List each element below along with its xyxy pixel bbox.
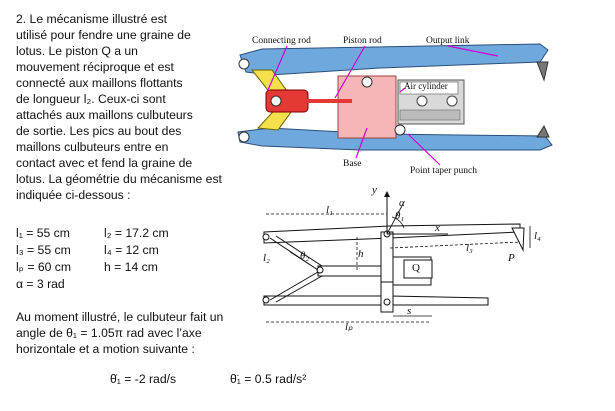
pointer-connecting-rod: [267, 45, 288, 91]
alpha-acc-value: θ̈₁ = 0.5 rad/s²: [230, 372, 307, 386]
pivot: [238, 131, 250, 143]
intro-line: utilisé pour fendre une graine de: [16, 28, 191, 42]
pin: [270, 95, 282, 107]
label-piston-rod: Piston rod: [343, 36, 382, 46]
lower-rocker: [263, 295, 489, 306]
pin-left-upper: [262, 233, 270, 241]
intro-line: connecté aux maillons flottants: [16, 76, 183, 90]
dim-l3: [389, 241, 521, 249]
intro-line: de longueur l₂. Ceux-ci sont: [16, 92, 166, 106]
motion-line: angle de θ₁ = 1.05π rad avec l’axe: [16, 326, 202, 340]
cylinder-port: [446, 95, 458, 107]
pointer-piston-rod: [334, 45, 366, 99]
diag-y: y: [372, 184, 377, 196]
label-connecting-rod: Connecting rod: [252, 36, 311, 46]
label-air-cylinder: Air cylinder: [404, 81, 448, 91]
base-pillar-low: [380, 281, 394, 313]
cylinder-label-box: [399, 81, 459, 95]
intro-line: lotus. La géométrie du mécanisme est: [16, 172, 222, 186]
pointer-punch: [407, 133, 441, 166]
pointer-air-cylinder: [399, 87, 406, 93]
upper-punch-tip: [536, 61, 549, 82]
geom-l4: l₄ = 12 cm: [104, 243, 159, 257]
intro-line: contact avec et fend la graine de: [16, 156, 193, 170]
geom-l2: l₂ = 17.2 cm: [104, 226, 169, 240]
pivot: [238, 58, 250, 70]
floating-link-lower-b: [275, 275, 323, 303]
intro-line: indiquée ci-dessous :: [16, 188, 131, 202]
diag-l4: l₄: [534, 230, 541, 242]
pin-base-lower: [383, 298, 391, 306]
pin-joint: [316, 266, 324, 274]
intro-line: maillons culbuteurs entre en: [16, 140, 169, 154]
diag-l1: l₁: [326, 204, 333, 216]
diag-theta2: θ₂: [300, 250, 310, 262]
pivot: [394, 124, 406, 136]
diag-P: P: [508, 252, 515, 264]
dim-theta2: [289, 251, 319, 271]
geom-lp: lₚ = 60 cm: [16, 260, 72, 274]
diag-theta1: θ₁: [395, 210, 405, 222]
diag-Q: Q: [412, 262, 420, 274]
pin-left-lower: [262, 296, 270, 304]
motion-line: horizontale et a motion suivante :: [16, 342, 195, 356]
label-base: Base: [343, 159, 362, 169]
diag-l3: l₃: [466, 242, 473, 254]
cylinder-port: [416, 95, 428, 107]
geom-h: h = 14 cm: [104, 260, 158, 274]
intro-line: attachés aux maillons culbuteurs: [16, 108, 193, 122]
diag-s: s: [407, 305, 412, 317]
diag-x: x: [435, 222, 440, 234]
intro-line: lotus. Le piston Q a un: [16, 44, 138, 58]
geom-l1: l₁ = 55 cm: [16, 226, 70, 240]
geom-alpha: α = 3 rad: [16, 277, 65, 291]
diag-h: h: [358, 248, 364, 260]
intro-line: 2. Le mécanisme illustré est: [16, 12, 168, 26]
intro-line: mouvement réciproque et est: [16, 60, 174, 74]
diag-l2: l₂: [263, 252, 270, 264]
pivot: [361, 76, 373, 88]
intro-line: de sortie. Les pics au bout des: [16, 124, 182, 138]
lower-output-link: [237, 127, 553, 151]
piston-Q: [403, 259, 433, 279]
geom-l3: l₃ = 55 cm: [16, 243, 71, 257]
lower-punch-tip: [536, 124, 550, 138]
pointer-output-link: [447, 45, 499, 57]
label-point-taper-punch: Point taper punch: [410, 166, 478, 176]
omega-value: θ̇₁ = -2 rad/s: [110, 372, 177, 386]
diag-lp: lₚ: [345, 321, 353, 333]
floating-link-lower: [269, 271, 319, 301]
diag-alpha: α: [399, 197, 405, 209]
motion-line: Au moment illustré, le culbuteur fait un: [16, 310, 224, 324]
tip-P: [511, 227, 525, 252]
floating-link-upper-b: [275, 235, 323, 267]
label-output-link: Output link: [426, 36, 470, 46]
theta1-arc: [391, 216, 405, 229]
pointer-base: [355, 127, 368, 159]
cylinder-fin: [399, 109, 461, 121]
